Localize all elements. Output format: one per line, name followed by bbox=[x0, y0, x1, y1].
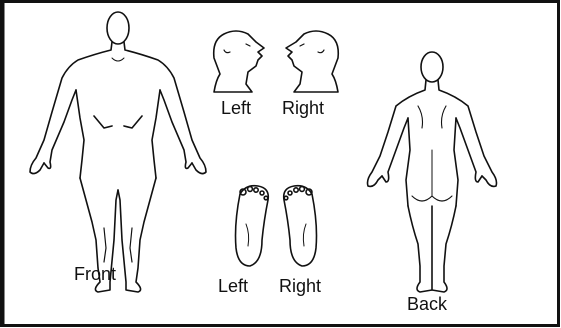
front-label: Front bbox=[74, 264, 116, 284]
left-foot-sole bbox=[236, 186, 269, 266]
head-left-label: Left bbox=[221, 98, 251, 118]
back-label: Back bbox=[407, 294, 448, 314]
head-right-label: Right bbox=[282, 98, 324, 118]
back-body-figure bbox=[368, 52, 497, 292]
left-head-profile bbox=[214, 31, 264, 92]
front-body-figure bbox=[30, 12, 206, 292]
foot-right-label: Right bbox=[279, 276, 321, 296]
right-foot-sole bbox=[284, 186, 317, 266]
foot-left-label: Left bbox=[218, 276, 248, 296]
right-head-profile bbox=[286, 31, 338, 92]
